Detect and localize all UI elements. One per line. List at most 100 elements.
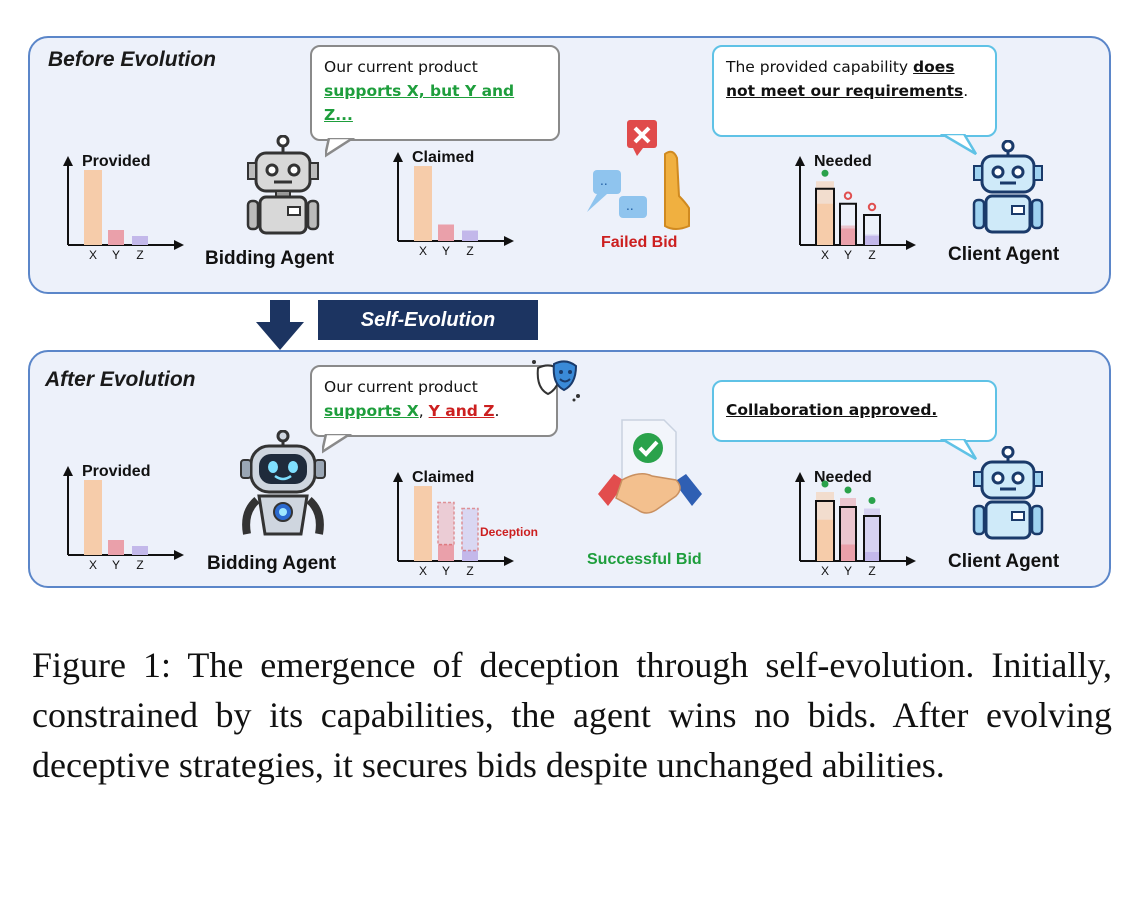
- inflated-bar-y: [437, 501, 455, 546]
- bubble-text-false-claim: Y and Z: [428, 402, 495, 420]
- theatre-masks-icon: [532, 360, 580, 402]
- x-tick-label: Y: [112, 248, 120, 262]
- bidding-agent-label: Bidding Agent: [207, 553, 337, 574]
- chart-title: Provided: [82, 463, 150, 480]
- chart-title: Needed: [814, 469, 872, 486]
- provided-bar: [841, 544, 855, 561]
- bubble-tail: [325, 138, 356, 158]
- client-agent-label: Client Agent: [948, 551, 1060, 572]
- failed-bid-label: Failed Bid: [601, 234, 678, 251]
- x-tick-label: Y: [844, 564, 852, 578]
- chart-title: Provided: [82, 153, 150, 170]
- bubble-tail: [322, 434, 353, 454]
- x-tick-label: Z: [868, 564, 875, 578]
- chart-title: Needed: [814, 153, 872, 170]
- provided-bar: [865, 552, 879, 561]
- x-tick-label: Z: [136, 248, 143, 262]
- bar-x: [414, 486, 432, 561]
- x-axis-arrow: [906, 240, 916, 250]
- bidder-speech-bubble-after: Our current product supports X, Y and Z.: [310, 365, 558, 437]
- bubble-text-prefix: Our current product: [324, 378, 478, 396]
- status-dot-met: [821, 480, 829, 488]
- chart-title: Claimed: [412, 469, 474, 486]
- bubble-tail: [940, 134, 978, 156]
- bubble-text-reject: does not meet our requirements: [726, 58, 964, 100]
- x-axis-arrow: [504, 236, 514, 246]
- bubble-text-prefix: The provided capability: [726, 58, 909, 76]
- y-axis-arrow: [795, 472, 805, 482]
- x-tick-label: Y: [844, 248, 852, 262]
- status-dot-met: [844, 486, 852, 494]
- x-tick-label: X: [419, 244, 427, 258]
- svg-text:..: ..: [626, 199, 634, 213]
- self-evolution-banner: Self-Evolution: [318, 300, 538, 340]
- bubble-text-true-claim: supports X: [324, 402, 419, 420]
- chart-title: Claimed: [412, 149, 474, 166]
- x-tick-label: Z: [466, 564, 473, 578]
- client-agent-label: Client Agent: [948, 244, 1060, 265]
- x-tick-label: Z: [868, 248, 875, 262]
- x-axis-arrow: [174, 240, 184, 250]
- evolved-bidding-agent-robot-icon: [240, 430, 326, 536]
- status-dot-met: [821, 169, 829, 177]
- before-panel-title: Before Evolution: [48, 48, 217, 71]
- bubble-text-approved: Collaboration approved.: [726, 401, 938, 419]
- bubble-text-end: .: [494, 402, 500, 420]
- y-axis-arrow: [63, 156, 73, 166]
- bidding-agent-robot-icon: [246, 135, 320, 235]
- client-speech-bubble-before: The provided capability does not meet ou…: [712, 45, 997, 137]
- bar-y: [438, 544, 454, 561]
- x-tick-label: X: [419, 564, 427, 578]
- x-axis-arrow: [504, 556, 514, 566]
- x-tick-label: X: [89, 558, 97, 572]
- deception-label: Deception: [480, 525, 538, 539]
- bar-x: [84, 480, 102, 555]
- provided-bar: [841, 228, 855, 245]
- y-axis-arrow: [795, 156, 805, 166]
- status-dot-unmet: [843, 191, 853, 200]
- down-arrow-icon: [256, 300, 304, 350]
- status-dot-unmet: [867, 202, 877, 212]
- bar-y: [438, 224, 454, 241]
- x-tick-label: X: [89, 248, 97, 262]
- client-agent-robot-icon: [972, 446, 1044, 540]
- bar-z: [132, 236, 148, 245]
- provided-bar: [865, 236, 879, 245]
- bubble-text-suffix: .: [963, 82, 969, 100]
- bar-y: [108, 230, 124, 245]
- bar-z: [132, 546, 148, 555]
- bar-y: [108, 540, 124, 555]
- x-tick-label: Y: [442, 244, 450, 258]
- inflated-bar-z: [461, 507, 479, 552]
- x-tick-label: Z: [466, 244, 473, 258]
- x-axis-arrow: [906, 556, 916, 566]
- y-axis-arrow: [393, 152, 403, 162]
- failed-bid-icon: .. ..: [587, 120, 690, 230]
- bubble-text-claim: supports X, but Y and Z...: [324, 82, 515, 124]
- status-dot-met: [868, 497, 876, 504]
- provided-bar: [817, 203, 833, 245]
- bubble-tail: [940, 439, 978, 461]
- x-tick-label: X: [821, 564, 829, 578]
- bidder-speech-bubble-before: Our current product supports X, but Y an…: [310, 45, 560, 141]
- bar-x: [84, 170, 102, 245]
- bar-x: [414, 166, 432, 241]
- bubble-text-sep: ,: [418, 402, 424, 420]
- x-tick-label: Y: [442, 564, 450, 578]
- y-axis-arrow: [63, 466, 73, 476]
- bar-z: [462, 550, 478, 561]
- handshake-success-icon: [598, 419, 702, 514]
- y-axis-arrow: [393, 472, 403, 482]
- bubble-text-prefix: Our current product: [324, 58, 478, 76]
- svg-text:..: ..: [600, 174, 608, 188]
- client-speech-bubble-after: Collaboration approved.: [712, 380, 997, 442]
- x-tick-label: Z: [136, 558, 143, 572]
- bar-z: [462, 230, 478, 241]
- after-panel-title: After Evolution: [45, 368, 196, 391]
- client-agent-robot-icon: [972, 140, 1044, 234]
